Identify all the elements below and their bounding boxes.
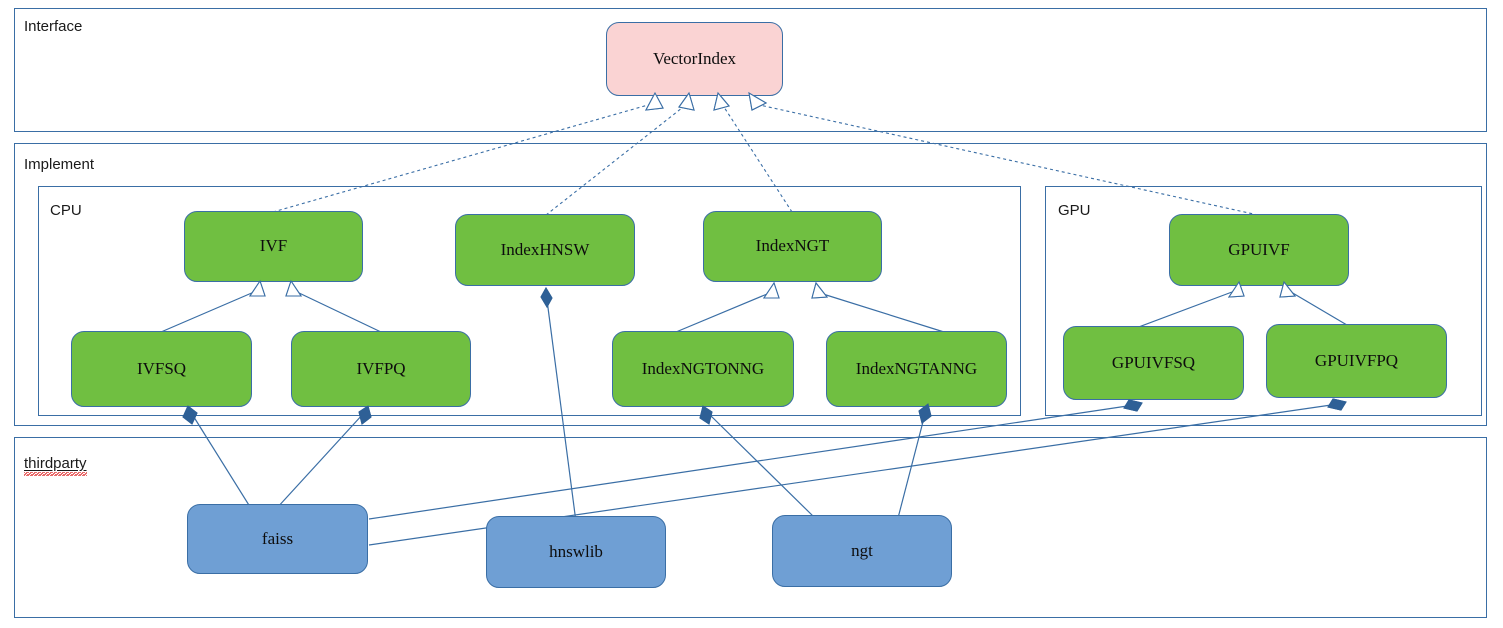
node-indexngt[interactable]: IndexNGT (703, 211, 882, 282)
package-gpu-label: GPU (1058, 202, 1091, 219)
node-hnswlib[interactable]: hnswlib (486, 516, 666, 588)
node-ivfsq[interactable]: IVFSQ (71, 331, 252, 407)
node-gpuivfpq-label: GPUIVFPQ (1314, 350, 1399, 370)
arrowhead-gpuivf-vectorindex (748, 91, 768, 111)
package-cpu (38, 186, 1021, 416)
arrowhead-ivfpq-ivf (285, 279, 303, 297)
node-gpuivf[interactable]: GPUIVF (1169, 214, 1349, 286)
package-interface (14, 8, 1487, 132)
node-indexngt-label: IndexNGT (755, 236, 830, 256)
node-ivfsq-label: IVFSQ (136, 358, 187, 378)
node-gpuivfsq-label: GPUIVFSQ (1111, 352, 1196, 372)
package-implement-label: Implement (24, 156, 95, 173)
node-gpuivfsq[interactable]: GPUIVFSQ (1063, 326, 1244, 400)
package-interface-label: Interface (24, 18, 83, 35)
arrowhead-indexngtanng-indexngt (811, 281, 829, 299)
node-faiss-label: faiss (261, 528, 294, 548)
node-indexhnsw[interactable]: IndexHNSW (455, 214, 635, 286)
node-vectorindex[interactable]: VectorIndex (606, 22, 783, 96)
arrowhead-indexngt-vectorindex (713, 91, 730, 111)
node-ivfpq[interactable]: IVFPQ (291, 331, 471, 407)
diamond-faiss-ivfsq (182, 405, 198, 425)
node-indexhnsw-label: IndexHNSW (500, 239, 590, 259)
arrowhead-ivf-vectorindex (645, 91, 664, 111)
node-faiss[interactable]: faiss (187, 504, 368, 574)
package-implement (14, 143, 1487, 426)
diamond-faiss-ivfpq (358, 405, 372, 425)
node-ngt-label: ngt (851, 540, 873, 560)
package-thirdparty (14, 437, 1487, 618)
diamond-ngt-indexngtonng (699, 405, 713, 425)
package-thirdparty-label: thirdparty (24, 455, 87, 476)
node-ivf-label: IVF (259, 236, 288, 256)
diamond-ngt-indexngtanng (918, 403, 932, 424)
node-ngt[interactable]: ngt (772, 515, 952, 587)
arrowhead-ivfsq-ivf (248, 279, 266, 297)
diamond-faiss-gpuivfsq (1123, 399, 1143, 412)
node-ivfpq-label: IVFPQ (356, 358, 406, 378)
arrowhead-indexhnsw-vectorindex (678, 91, 695, 111)
package-gpu (1045, 186, 1482, 416)
node-gpuivfpq[interactable]: GPUIVFPQ (1266, 324, 1447, 398)
node-indexngtonng-label: IndexNGTONNG (641, 358, 765, 378)
node-hnswlib-label: hnswlib (549, 541, 603, 561)
node-vectorindex-label: VectorIndex (652, 48, 737, 68)
arrowhead-gpuivfpq-gpuivf (1279, 280, 1297, 298)
package-thirdparty-text: thirdparty (24, 455, 87, 472)
diamond-hnswlib-indexhnsw (540, 287, 553, 308)
node-indexngtanng[interactable]: IndexNGTANNG (826, 331, 1007, 407)
arrowhead-indexngtonng-indexngt (762, 281, 780, 299)
spellcheck-squiggle (24, 472, 87, 476)
node-indexngtanng-label: IndexNGTANNG (855, 358, 978, 378)
package-cpu-label: CPU (50, 202, 82, 219)
arrowhead-gpuivfsq-gpuivf (1227, 280, 1245, 298)
diamond-faiss-gpuivfpq (1327, 398, 1347, 411)
node-ivf[interactable]: IVF (184, 211, 363, 282)
node-indexngtonng[interactable]: IndexNGTONNG (612, 331, 794, 407)
node-gpuivf-label: GPUIVF (1228, 239, 1290, 259)
